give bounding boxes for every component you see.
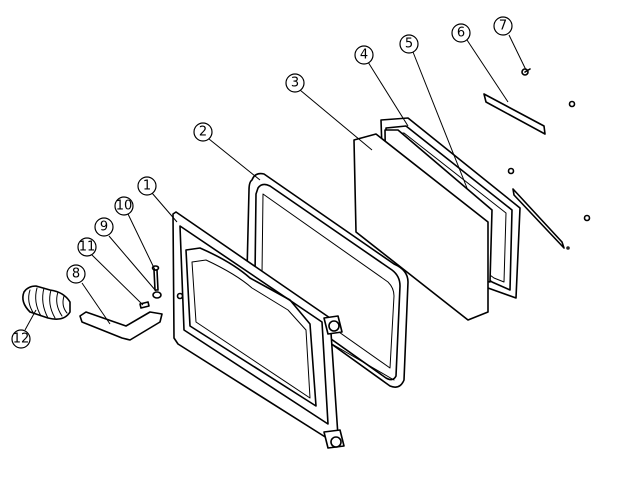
callout-1-label: 1 [143,179,151,194]
callout-2-label: 2 [199,125,207,140]
callout-6-label: 6 [457,26,465,41]
part-10-pin [151,265,160,291]
leader-4 [367,61,409,127]
leader-11 [91,254,144,306]
part-9-nut [152,291,162,299]
callout-1: 1 [137,176,157,196]
hinge-top [323,315,343,335]
callout-12-label: 12 [13,332,30,347]
hinge-bottom [323,429,345,449]
callout-11: 11 [77,237,97,257]
callout-3-label: 3 [291,76,299,91]
handle-hole [176,292,184,300]
part-8-handle-rod [79,311,163,341]
callout-2: 2 [193,122,213,142]
callout-11-label: 11 [79,240,96,255]
callout-4-label: 4 [360,48,368,63]
callout-6: 6 [451,23,471,43]
callout-10: 10 [114,196,134,216]
part-11-screw [139,301,150,309]
leader-lines [24,34,527,331]
callout-3: 3 [285,73,305,93]
callout-7-label: 7 [499,19,507,34]
screw [583,214,591,222]
callout-10-label: 10 [116,199,133,214]
callout-8: 8 [66,264,86,284]
callout-9-label: 9 [100,220,108,235]
screw [568,100,576,108]
bar-end-hole [566,246,570,250]
callout-4: 4 [354,45,374,65]
leader-10 [127,213,156,271]
callout-9: 9 [94,217,114,237]
part-3-flat-panel [353,133,489,321]
callout-5-label: 5 [405,37,413,52]
leader-12 [24,309,37,331]
leader-9 [108,235,157,292]
leader-1 [151,192,178,223]
part-7-screws [507,68,591,222]
leader-6 [466,39,509,103]
leader-8 [81,282,111,325]
leader-2 [208,138,261,181]
callout-12: 12 [11,329,31,349]
leader-3 [299,89,373,151]
callout-5: 5 [399,34,419,54]
part-12-spring-grip [22,285,71,320]
callout-7: 7 [493,16,513,36]
leader-7 [508,34,527,71]
part-6-retainer-strip [483,93,570,250]
screw [507,167,515,175]
callout-8-label: 8 [72,267,80,282]
leader-5 [412,51,468,189]
